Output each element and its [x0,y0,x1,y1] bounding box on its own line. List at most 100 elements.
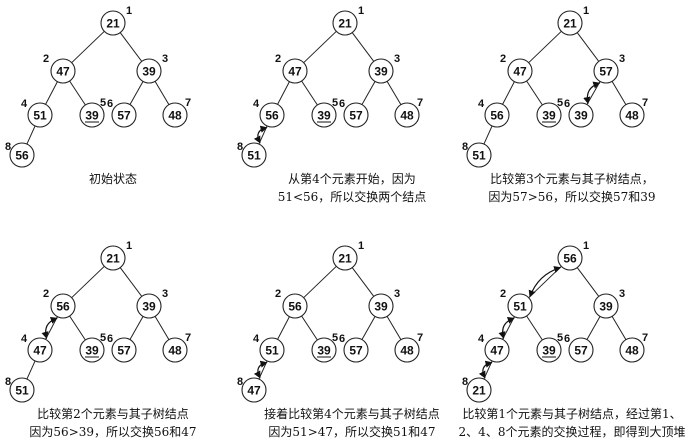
node-index: 2 [275,53,281,65]
edge-3-7 [386,316,402,340]
node-value: 39 [142,300,156,314]
swap-arrow-4-8 [253,125,268,144]
node-circle [50,293,76,319]
edge-3-6 [129,316,144,340]
node-index: 7 [185,332,191,344]
node-value: 57 [349,344,363,358]
edge-2-5 [526,80,543,106]
panel-5: 211562393514395576487478接着比较第4个元素与其子树结点因… [237,240,440,439]
node-index: 8 [237,376,243,388]
node-value: 48 [400,344,414,358]
heap-node: 576 [339,333,369,363]
heap-node: 393 [593,288,625,319]
node-circle [507,58,533,84]
heap-node: 474 [478,333,510,363]
node-value: 39 [85,109,99,123]
node-circle [282,293,308,319]
node-index: 2 [500,53,506,65]
node-circle [311,337,337,363]
edge-1-3 [119,267,143,297]
edge-2-5 [69,80,86,106]
swap-arrow-4-8 [253,360,268,379]
node-value: 47 [288,65,302,79]
node-circle [343,102,369,128]
heap-node: 576 [564,333,594,363]
node-circle [394,102,420,128]
heap-node: 396 [564,98,594,128]
node-value: 39 [574,109,588,123]
node-index: 3 [619,53,625,65]
node-value: 48 [625,344,639,358]
heap-node: 518 [462,141,492,168]
heap-node: 211 [100,240,132,271]
node-circle [332,245,358,271]
edge-2-5 [69,315,86,341]
heap-node: 472 [43,53,76,84]
edge-1-2 [71,265,105,299]
heap-node: 562 [43,288,76,319]
heap-node: 576 [107,98,137,128]
node-index: 8 [5,376,11,388]
node-circle [536,337,562,363]
edge-3-7 [611,81,627,105]
heap-node: 51 4 [253,333,285,363]
node-circle [282,58,308,84]
heap-node: 39 3 [368,53,400,84]
panel-caption-line: 初始状态 [89,172,137,186]
heap-node: 395 [536,332,563,363]
node-circle [557,10,583,36]
node-circle [368,293,394,319]
node-index: 7 [185,97,191,109]
edge-3-6 [586,81,601,105]
node-value: 48 [168,344,182,358]
edge-4-8 [483,125,493,145]
node-circle [484,337,510,363]
heap-node: 47 2 [500,53,533,84]
node-circle [593,293,619,319]
node-circle [79,337,105,363]
node-index: 2 [275,288,281,300]
edge-1-3 [351,267,375,297]
node-value: 56 [490,109,504,123]
node-value: 48 [168,109,182,123]
node-circle [507,293,533,319]
edge-3-7 [154,316,170,340]
edge-2-5 [301,80,318,106]
node-value: 21 [472,384,486,398]
node-value: 57 [349,109,363,123]
heap-node: 487 [619,332,648,363]
node-index: 3 [394,53,400,65]
node-index: 2 [43,53,49,65]
edge-3-6 [129,81,144,105]
node-value: 51 [265,344,279,358]
node-index: 7 [417,97,423,109]
swap-arrow-2-4 [498,316,515,339]
heap-node: 393 [136,53,168,84]
swap-arrow-2-4 [41,316,58,339]
edge-2-5 [301,315,318,341]
heap-node: 573 [593,53,625,84]
node-value: 51 [472,149,486,163]
edge-1-3 [119,32,143,62]
edge-3-6 [361,316,376,340]
node-value: 39 [374,65,388,79]
node-circle [394,337,420,363]
node-value: 47 [513,65,527,79]
node-circle [619,337,645,363]
node-index: 7 [642,97,648,109]
node-index: 1 [126,240,132,252]
edge-3-7 [154,81,170,105]
node-circle [619,102,645,128]
panel-caption-line: 51<56，所以交换两个结点 [278,189,427,204]
node-circle [111,337,137,363]
node-circle [259,337,285,363]
node-index: 1 [358,240,364,252]
node-value: 57 [574,344,588,358]
node-circle [136,293,162,319]
heap-node: 47 2 [275,53,308,84]
heap-node: 576 [339,98,369,128]
node-index: 4 [253,333,260,345]
node-circle [568,102,594,128]
heap-node: 211 [100,5,132,36]
heap-node: 393 [136,288,168,319]
